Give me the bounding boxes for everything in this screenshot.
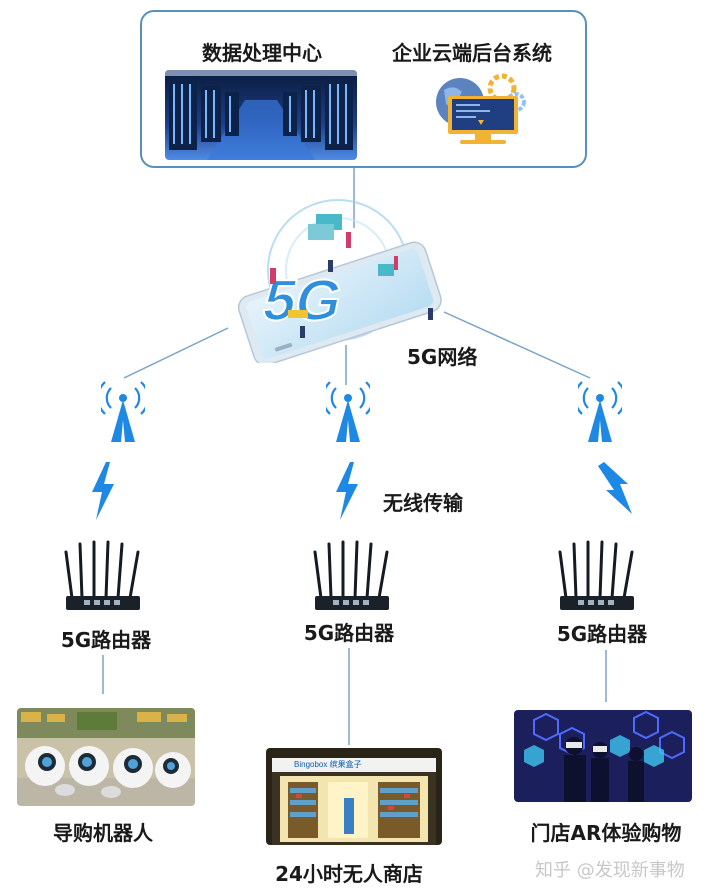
- 5g-network-label: 5G网络: [407, 345, 478, 369]
- wireless-transmission-label: 无线传输: [383, 491, 463, 515]
- unmanned-store-label: 24小时无人商店: [275, 862, 423, 886]
- router-icon-center: [313, 540, 389, 610]
- shopping-robot-label: 导购机器人: [53, 821, 153, 845]
- watermark-text: 知乎 @发现新事物: [535, 860, 685, 881]
- router-icon-right: [558, 540, 634, 610]
- lightning-icon-center: [336, 462, 358, 520]
- ar-shopping-label: 门店AR体验购物: [530, 821, 682, 845]
- lightning-icon-right: [598, 462, 632, 514]
- shopping-robot-image: [17, 708, 195, 806]
- unmanned-store-image: Bingobox 缤果盒子: [266, 748, 442, 845]
- server-room-image: [165, 70, 357, 160]
- cloud-backend-label: 企业云端后台系统: [392, 41, 552, 65]
- store-sign: Bingobox 缤果盒子: [294, 760, 362, 769]
- line-network-to-right: [443, 311, 591, 379]
- antenna-icon-center: [326, 381, 370, 442]
- antenna-icon-left: [101, 381, 145, 442]
- cloud-backend-icon: [436, 73, 526, 144]
- lightning-icon-left: [92, 462, 114, 520]
- antenna-icon-right: [578, 381, 622, 442]
- line-network-to-left: [123, 327, 229, 379]
- 5g-network-illustration: 5G: [237, 199, 442, 363]
- router-icon-left: [64, 540, 140, 610]
- router-label-center: 5G路由器: [303, 621, 395, 645]
- data-center-label: 数据处理中心: [202, 41, 322, 65]
- router-label-right: 5G路由器: [556, 622, 648, 646]
- router-label-left: 5G路由器: [60, 628, 152, 652]
- ar-shopping-image: [514, 710, 692, 802]
